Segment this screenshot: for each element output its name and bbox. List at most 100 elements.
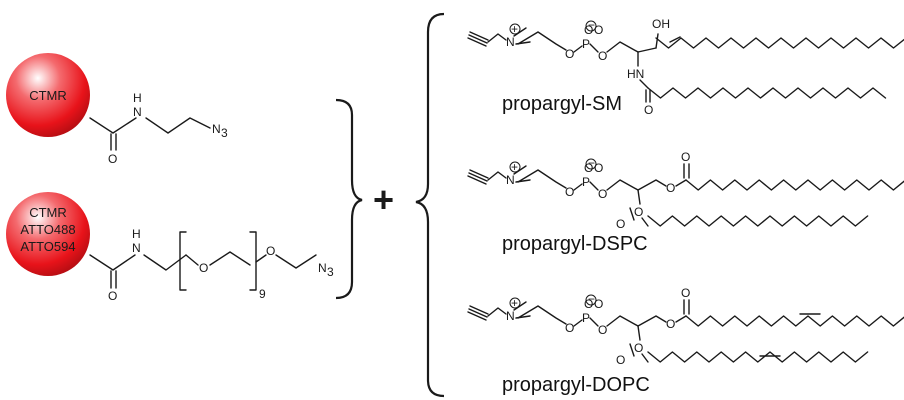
choline-chain [517, 31, 567, 51]
n-methyl-1 [513, 27, 527, 37]
carbonyl-o-2: O [616, 217, 625, 231]
acyl-chain [647, 87, 887, 99]
azidoethyl-chain [275, 254, 317, 269]
glycerol-ch2 [606, 179, 639, 191]
amide-o: O [644, 103, 653, 117]
n-methyl-1 [513, 165, 527, 175]
dye-label-2: ATTO488 [20, 222, 75, 237]
alkyne-bond-3 [467, 37, 487, 47]
ester-o-1: O [666, 181, 675, 195]
azide-n: N [318, 261, 327, 275]
dye-azide-peg: CTMR ATTO488 ATTO594 O H N O 9 O N 3 [6, 192, 334, 303]
amide-h: H [133, 91, 142, 105]
phosphate-o-2: O [598, 49, 607, 63]
p-o-bond [589, 317, 599, 327]
plus-charge-ring [509, 297, 521, 309]
phosphate-o-1: O [565, 47, 574, 61]
o-p-bond [573, 319, 583, 327]
minus-charge-ring [585, 158, 597, 170]
lipid-name: propargyl-SM [502, 93, 622, 115]
propargyl-ch2 [487, 33, 507, 43]
dye-label-1: CTMR [29, 205, 67, 220]
plus-charge: + [511, 22, 518, 36]
p-o-bond [589, 43, 599, 53]
p-o-bond [589, 181, 599, 191]
dye-label-3: ATTO594 [20, 239, 75, 254]
sn1-ch2 [637, 179, 667, 191]
plus-charge-ring [509, 161, 521, 173]
carbonyl-o: O [108, 152, 117, 166]
alkyne-bond-1 [469, 305, 489, 315]
dye-label: CTMR [29, 88, 67, 103]
azide-n: N [212, 122, 221, 136]
propargyl-ch2 [487, 307, 507, 317]
link-o: O [266, 244, 275, 258]
dye-sphere [6, 192, 90, 276]
minus-charge-ring [585, 294, 597, 306]
amide-hn: HN [627, 67, 644, 81]
propyl-chain [145, 117, 211, 134]
n-co-bond [639, 79, 649, 89]
phosphate-o-anion: O [584, 297, 593, 311]
plus-charge-ring [509, 23, 521, 35]
sn2-chain [647, 351, 869, 363]
sn2-co-hint [629, 207, 635, 221]
alkyne-bond-2 [468, 172, 488, 182]
phosphate-o-anion: O [584, 23, 593, 37]
alkyne-bond-2 [468, 308, 488, 318]
phosphate-o-anion: O [584, 161, 593, 175]
glycerol-ch2 [606, 41, 639, 53]
azide-sub: 3 [221, 126, 228, 140]
phosphate-o-double: O [594, 23, 603, 37]
sn2-o-c [641, 353, 649, 363]
sn2-c-o [637, 189, 641, 205]
repeat-bracket-right [249, 231, 257, 291]
ester-o-2: O [634, 205, 643, 219]
phosphate-o-2: O [598, 187, 607, 201]
sn1-o-c [675, 179, 687, 187]
lipid-name-dopc: propargyl-DOPC [502, 374, 650, 396]
plus-charge: + [511, 160, 518, 174]
phosphorus: P [582, 311, 590, 325]
o-p-bond [573, 45, 583, 53]
linker-bonds [89, 254, 136, 271]
sn1-chain [685, 179, 904, 191]
sn1-ch2 [637, 315, 667, 327]
phosphate-o-1: O [565, 185, 574, 199]
sn2-c-o [637, 325, 641, 341]
minus-charge-ring [585, 20, 597, 32]
alkyne-bond-3 [467, 175, 487, 185]
choline-chain [517, 169, 567, 189]
propargyl-ch2 [487, 171, 507, 181]
amide-n: N [132, 241, 141, 255]
carbonyl-o: O [108, 289, 117, 303]
oh-bond [655, 33, 659, 49]
phosphate-o-1: O [565, 321, 574, 335]
repeat-bracket-left [179, 231, 187, 291]
lipid-name-dspc: propargyl-DSPC [502, 233, 648, 255]
n-methyl-1 [513, 301, 527, 311]
ester-o-2: O [634, 341, 643, 355]
amide-h: H [132, 227, 141, 241]
alkyne-bond-1 [469, 31, 489, 41]
trans-double-bond [669, 36, 681, 43]
sphingosine-chain [655, 37, 904, 49]
plus-sign: + [373, 179, 394, 220]
sn2-co-hint [629, 343, 635, 357]
amide-n: N [133, 105, 142, 119]
hydroxyl-oh: OH [652, 17, 670, 31]
opening-brace [415, 12, 445, 398]
phosphate-o-double: O [594, 297, 603, 311]
peg-bond-1 [185, 254, 199, 266]
azide-sub: 3 [327, 265, 334, 279]
dye-sphere [6, 53, 90, 137]
glycerol-ch2 [606, 315, 639, 327]
repeat-count: 9 [259, 287, 266, 301]
dye-azide-short: CTMR O H N N 3 [6, 53, 228, 166]
peg-o: O [199, 261, 208, 275]
ammonium-n: N [506, 309, 515, 323]
